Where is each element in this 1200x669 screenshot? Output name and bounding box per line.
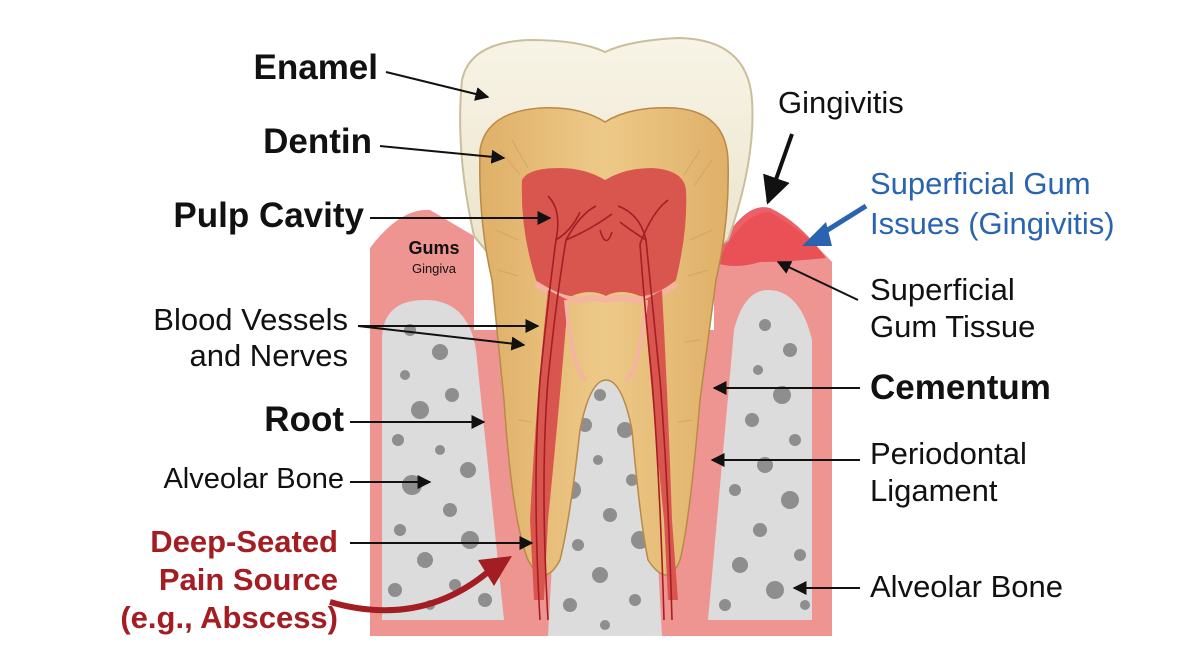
pointer-enamel [385,71,490,101]
bone-pores-right [719,319,810,611]
pointer-vessels-2 [357,325,526,351]
label-periodontal-2: Ligament [870,473,998,508]
pointer-dentin [379,145,506,164]
root-canal-right [644,290,678,600]
label-blood-vessels-2: and Nerves [189,338,348,373]
label-superficial-issues-2: Issues (Gingivitis) [870,206,1115,241]
pointer-gingivitis [763,133,794,205]
label-deep-seated-3: (e.g., Abscess) [120,600,338,635]
pointer-superficial-issues [802,203,868,246]
alveolar-bone-right-shape [708,290,812,620]
label-superficial-tissue-2: Gum Tissue [870,309,1036,344]
pointer-superficial-tissue [776,261,859,301]
vessels [535,195,673,621]
label-periodontal-1: Periodontal [870,436,1027,471]
label-gingivitis: Gingivitis [778,85,904,120]
label-dentin: Dentin [263,122,372,161]
label-enamel: Enamel [253,48,379,87]
inflamed-gum [712,207,826,266]
label-alveolar-bone-right: Alveolar Bone [870,569,1064,604]
bone-pores-middle [563,389,649,630]
label-gums: Gums [408,238,460,258]
label-pulp-cavity: Pulp Cavity [173,196,364,235]
label-gingiva: Gingiva [411,261,457,276]
label-deep-seated-1: Deep-Seated [150,524,338,559]
pointer-deep-seated-curve [329,556,512,614]
label-blood-vessels-1: Blood Vessels [153,302,348,337]
label-superficial-tissue-1: Superficial [870,272,1015,307]
label-root: Root [264,400,344,439]
root-canal-left [530,290,568,600]
pulp-shape [521,168,687,297]
label-cementum: Cementum [870,368,1051,407]
label-alveolar-bone-left: Alveolar Bone [163,463,344,495]
dentin-texture [495,139,713,423]
label-deep-seated-2: Pain Source [158,562,338,597]
label-superficial-issues-1: Superficial Gum [870,166,1091,201]
